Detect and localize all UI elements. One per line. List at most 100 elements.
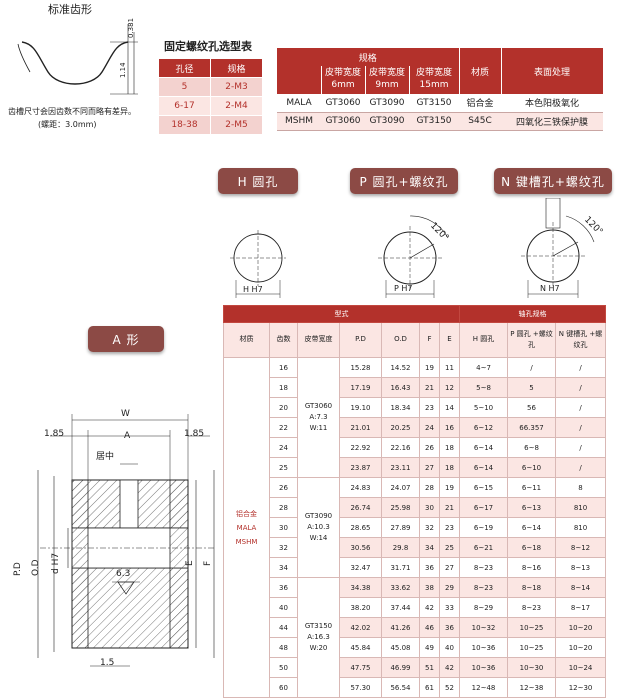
e-cell: 40 [438, 637, 461, 658]
spec-surface: 本色阳极氧化 [501, 94, 604, 113]
pd-cell: 34.38 [339, 577, 382, 598]
h-bore-cell: 6~14 [459, 437, 509, 458]
p-bore-cell: 8~18 [507, 577, 557, 598]
header-pd: P.D [339, 322, 382, 358]
h-bore-cell: 5~8 [459, 377, 509, 398]
od-cell: 33.62 [381, 577, 420, 598]
od-cell: 20.25 [381, 417, 420, 438]
h-bore-cell: 6~14 [459, 457, 509, 478]
header-od: O.D [381, 322, 420, 358]
p-bore-cell: 10~30 [507, 657, 557, 678]
n-bore-cell: 810 [555, 497, 607, 518]
f-cell: 42 [419, 597, 440, 618]
band-line: A:16.3 [307, 632, 330, 641]
band-line: GT3090 [304, 511, 333, 520]
h-bore-cell: 6~19 [459, 517, 509, 538]
pd-cell: 26.74 [339, 497, 382, 518]
dim-od: O.D [31, 559, 41, 576]
teeth-cell: 36 [269, 577, 298, 598]
f-cell: 36 [419, 557, 440, 578]
f-cell: 46 [419, 617, 440, 638]
header-f: F [419, 322, 440, 358]
badge-n-keyway-screw: N 键槽孔+螺纹孔 [494, 168, 612, 194]
n-bore-cell: 10~24 [555, 657, 607, 678]
teeth-cell: 44 [269, 617, 298, 638]
teeth-cell: 40 [269, 597, 298, 618]
n-bore-drawing [521, 198, 595, 298]
h-bore-cell: 10~36 [459, 637, 509, 658]
screw-header-bore: 孔径 [158, 58, 211, 78]
material-line: MSHM [235, 537, 258, 546]
p-bore-cell: 56 [507, 397, 557, 418]
spec-table: 规格 材质 表面处理 皮带宽度 6mm 皮带宽度 9mm 皮带宽度 15mm M… [277, 48, 604, 131]
pd-cell: 23.87 [339, 457, 382, 478]
pd-cell: 57.30 [339, 677, 382, 698]
dim-chamfer: 6.3 [116, 569, 131, 579]
spec-model: GT3090 [365, 94, 409, 113]
tooth-profile-title: 标准齿形 [48, 3, 92, 16]
teeth-cell: 32 [269, 537, 298, 558]
teeth-cell: 20 [269, 397, 298, 418]
od-cell: 25.98 [381, 497, 420, 518]
n-bore-cell: / [555, 397, 607, 418]
p-bore-cell: 12~38 [507, 677, 557, 698]
spec-model: GT3150 [409, 94, 460, 113]
teeth-cell: 30 [269, 517, 298, 538]
screw-header-spec: 规格 [210, 58, 263, 78]
h-bore-cell: 4~7 [459, 357, 509, 378]
n-bore-cell: 8~12 [555, 537, 607, 558]
pd-cell: 15.28 [339, 357, 382, 378]
h-bore-cell: 10~36 [459, 657, 509, 678]
p-bore-cell: / [507, 357, 557, 378]
spec-model: GT3060 [321, 94, 365, 113]
od-cell: 46.99 [381, 657, 420, 678]
p-bore-cell: 10~25 [507, 637, 557, 658]
f-cell: 32 [419, 517, 440, 538]
p-bore-cell: 6~10 [507, 457, 557, 478]
pd-cell: 30.56 [339, 537, 382, 558]
dim-w: W [121, 409, 130, 419]
pd-cell: 21.01 [339, 417, 382, 438]
n-bore-cell: 8 [555, 477, 607, 498]
h-bore-label: H H7 [243, 285, 263, 294]
screw-table-title: 固定螺纹孔选型表 [164, 40, 252, 53]
e-cell: 23 [438, 517, 461, 538]
f-cell: 28 [419, 477, 440, 498]
screw-cell: 2-M5 [210, 115, 263, 135]
spec-row-name: MALA [277, 94, 321, 113]
p-bore-drawing [378, 215, 449, 298]
p-bore-cell: 10~25 [507, 617, 557, 638]
dim-a: A [124, 431, 131, 441]
pd-cell: 47.75 [339, 657, 382, 678]
screw-cell: 18-38 [158, 115, 211, 135]
dim-center: 居中 [96, 452, 115, 462]
p-bore-cell: 6~14 [507, 517, 557, 538]
e-cell: 36 [438, 617, 461, 638]
spec-surface: 四氧化三铁保护膜 [501, 112, 604, 131]
f-cell: 23 [419, 397, 440, 418]
header-e: E [438, 322, 461, 358]
n-bore-cell: 810 [555, 517, 607, 538]
dim-f: F [203, 560, 213, 566]
pd-cell: 42.02 [339, 617, 382, 638]
spec-row-name: MSHM [277, 112, 321, 131]
pd-cell: 19.10 [339, 397, 382, 418]
band-line: W:11 [309, 424, 328, 433]
group-shaft: 轴孔规格 [459, 305, 607, 323]
teeth-cell: 60 [269, 677, 298, 698]
f-cell: 38 [419, 577, 440, 598]
n-bore-cell: / [555, 357, 607, 378]
